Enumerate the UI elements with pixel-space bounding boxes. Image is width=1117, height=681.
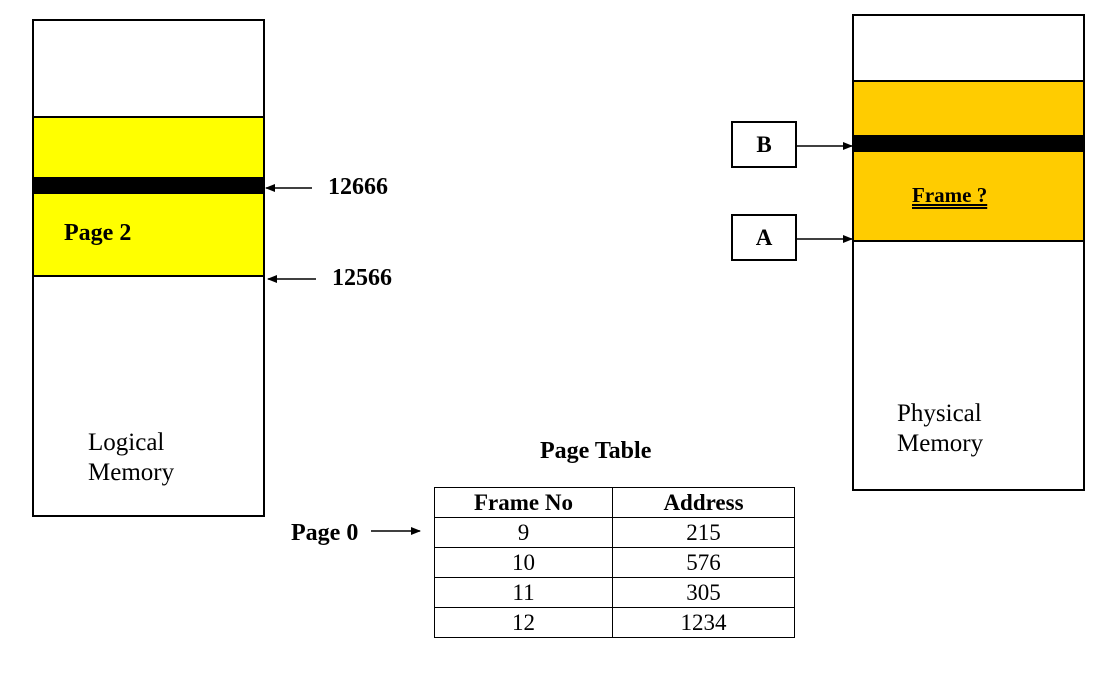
logical-memory-label-line1: Logical [88,429,165,456]
header-frame-no: Frame No [434,487,613,518]
pointer-b-box: B [731,121,797,168]
page-2-label: Page 2 [64,220,132,246]
address-cell: 215 [612,517,795,548]
pointer-a-label: A [755,224,773,250]
frame-no-cell: 10 [434,547,613,578]
logical-address-marker [34,177,263,194]
logical-memory-block [32,19,265,517]
table-row: 10 576 [434,547,795,578]
physical-memory-block [852,14,1085,491]
frame-no-cell: 12 [434,607,613,638]
pointer-a-box: A [731,214,797,261]
physical-memory-label-line1: Physical [897,400,982,427]
table-row: 12 1234 [434,607,795,638]
address-12566-label: 12566 [332,265,392,291]
physical-address-marker [854,135,1083,152]
table-header-row: Frame No Address [434,487,795,518]
frame-no-cell: 11 [434,577,613,608]
table-row: 11 305 [434,577,795,608]
frame-no-cell: 9 [434,517,613,548]
address-cell: 305 [612,577,795,608]
header-address: Address [612,487,795,518]
address-12666-label: 12666 [328,174,388,200]
address-cell: 1234 [612,607,795,638]
page-2-region [34,116,263,277]
page-table-title: Page Table [540,438,652,464]
table-row: 9 215 [434,517,795,548]
physical-memory-label-line2: Memory [897,430,984,457]
logical-memory-label-line2: Memory [88,459,175,486]
frame-region [854,80,1083,242]
frame-label: Frame ? [912,183,988,207]
pointer-b-label: B [756,131,772,157]
page-table: Frame No Address 9 215 10 576 11 305 12 … [434,487,795,638]
address-cell: 576 [612,547,795,578]
page-0-label: Page 0 [291,520,359,546]
